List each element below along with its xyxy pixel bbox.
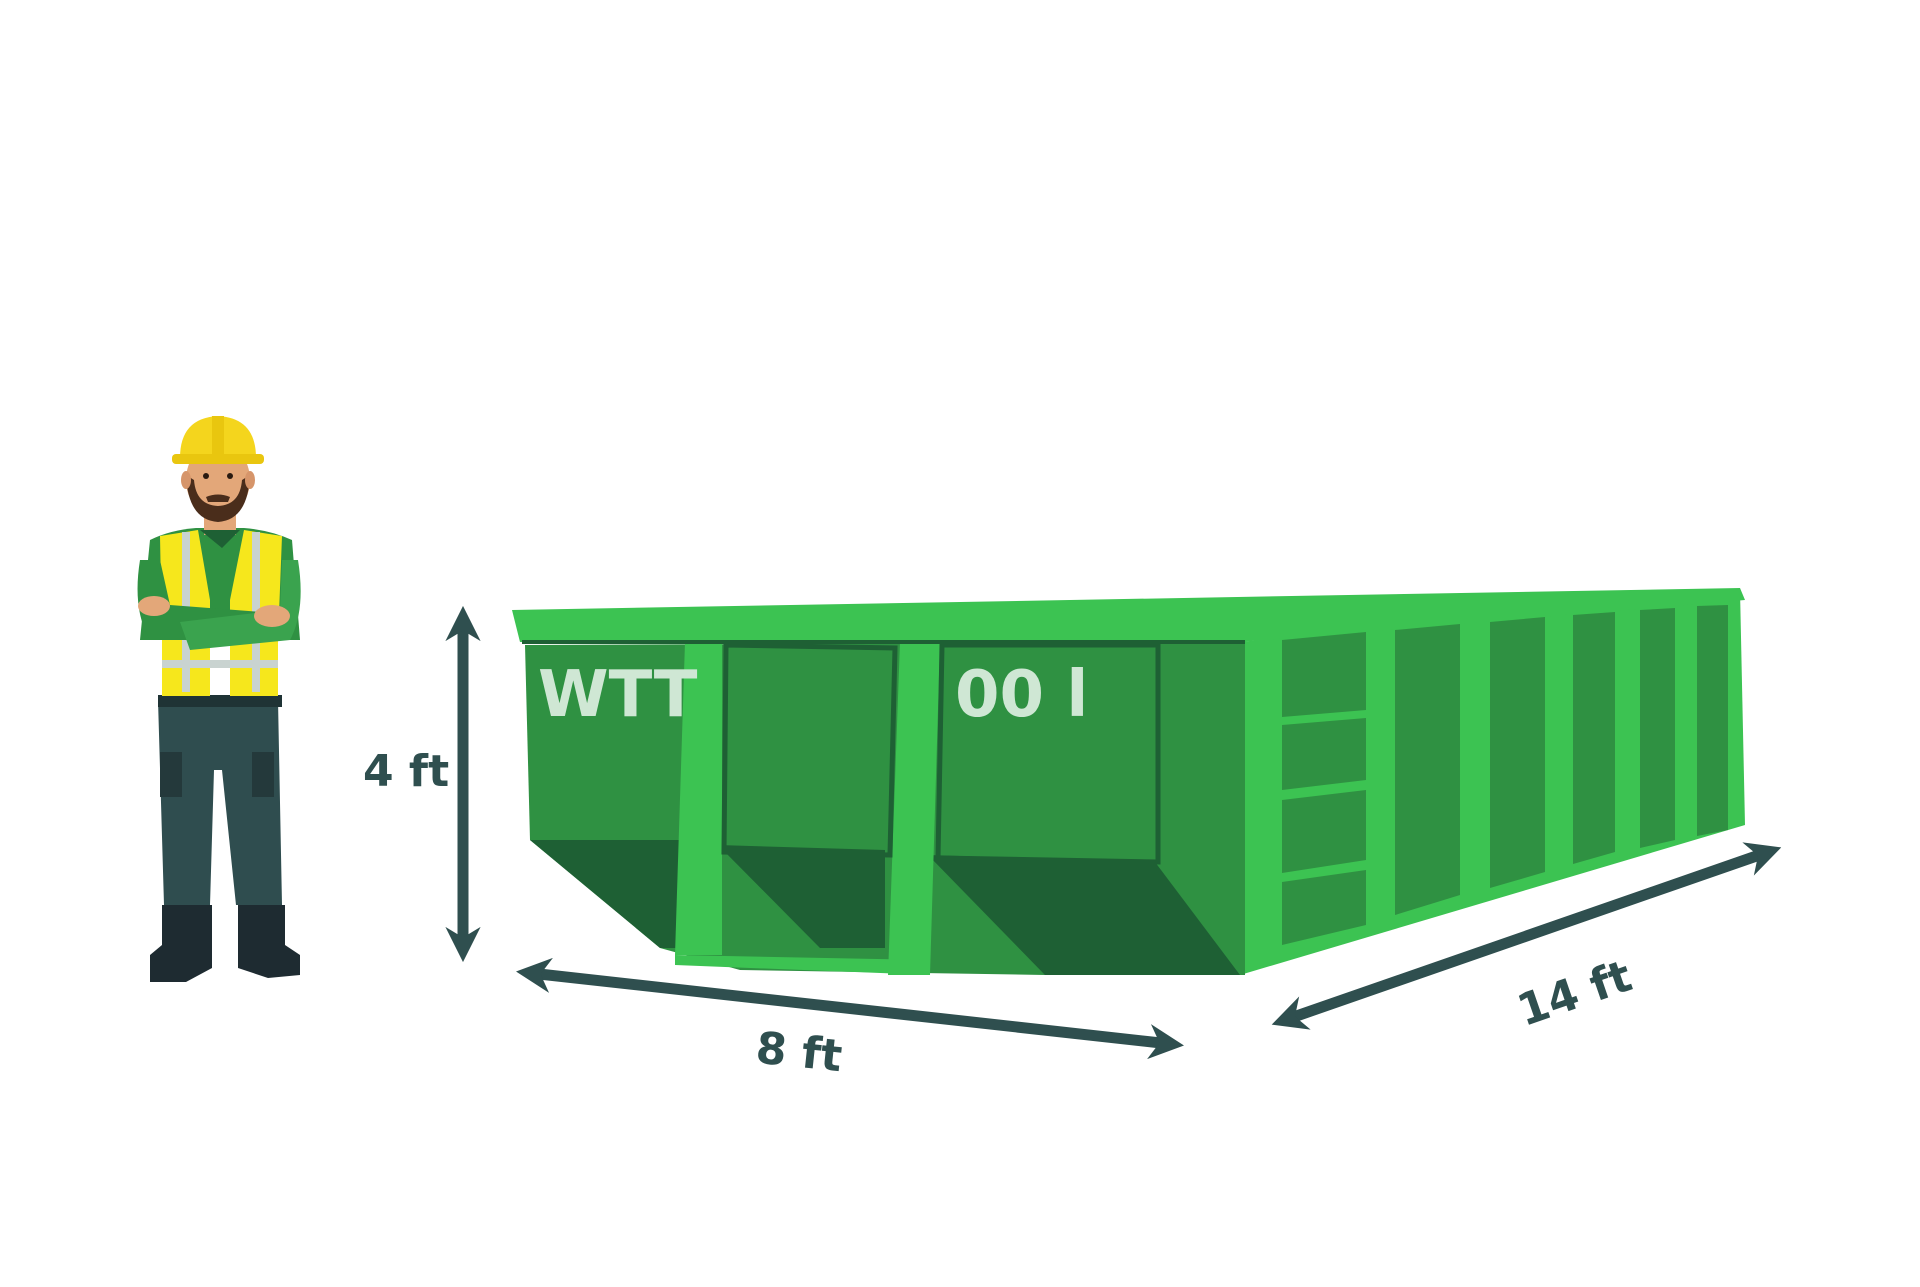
dumpster-icon (512, 588, 1745, 975)
height-label: 4 ft (363, 746, 449, 797)
width-label: 8 ft (754, 1023, 845, 1083)
length-label: 14 ft (1511, 951, 1638, 1037)
dumpster-label-left: WTT (538, 658, 698, 732)
width-arrow-icon (516, 957, 1184, 1060)
length-arrow-icon (1271, 842, 1782, 1030)
worker-figure-icon (137, 416, 301, 982)
dumpster-label-right: 00 l (955, 658, 1088, 732)
